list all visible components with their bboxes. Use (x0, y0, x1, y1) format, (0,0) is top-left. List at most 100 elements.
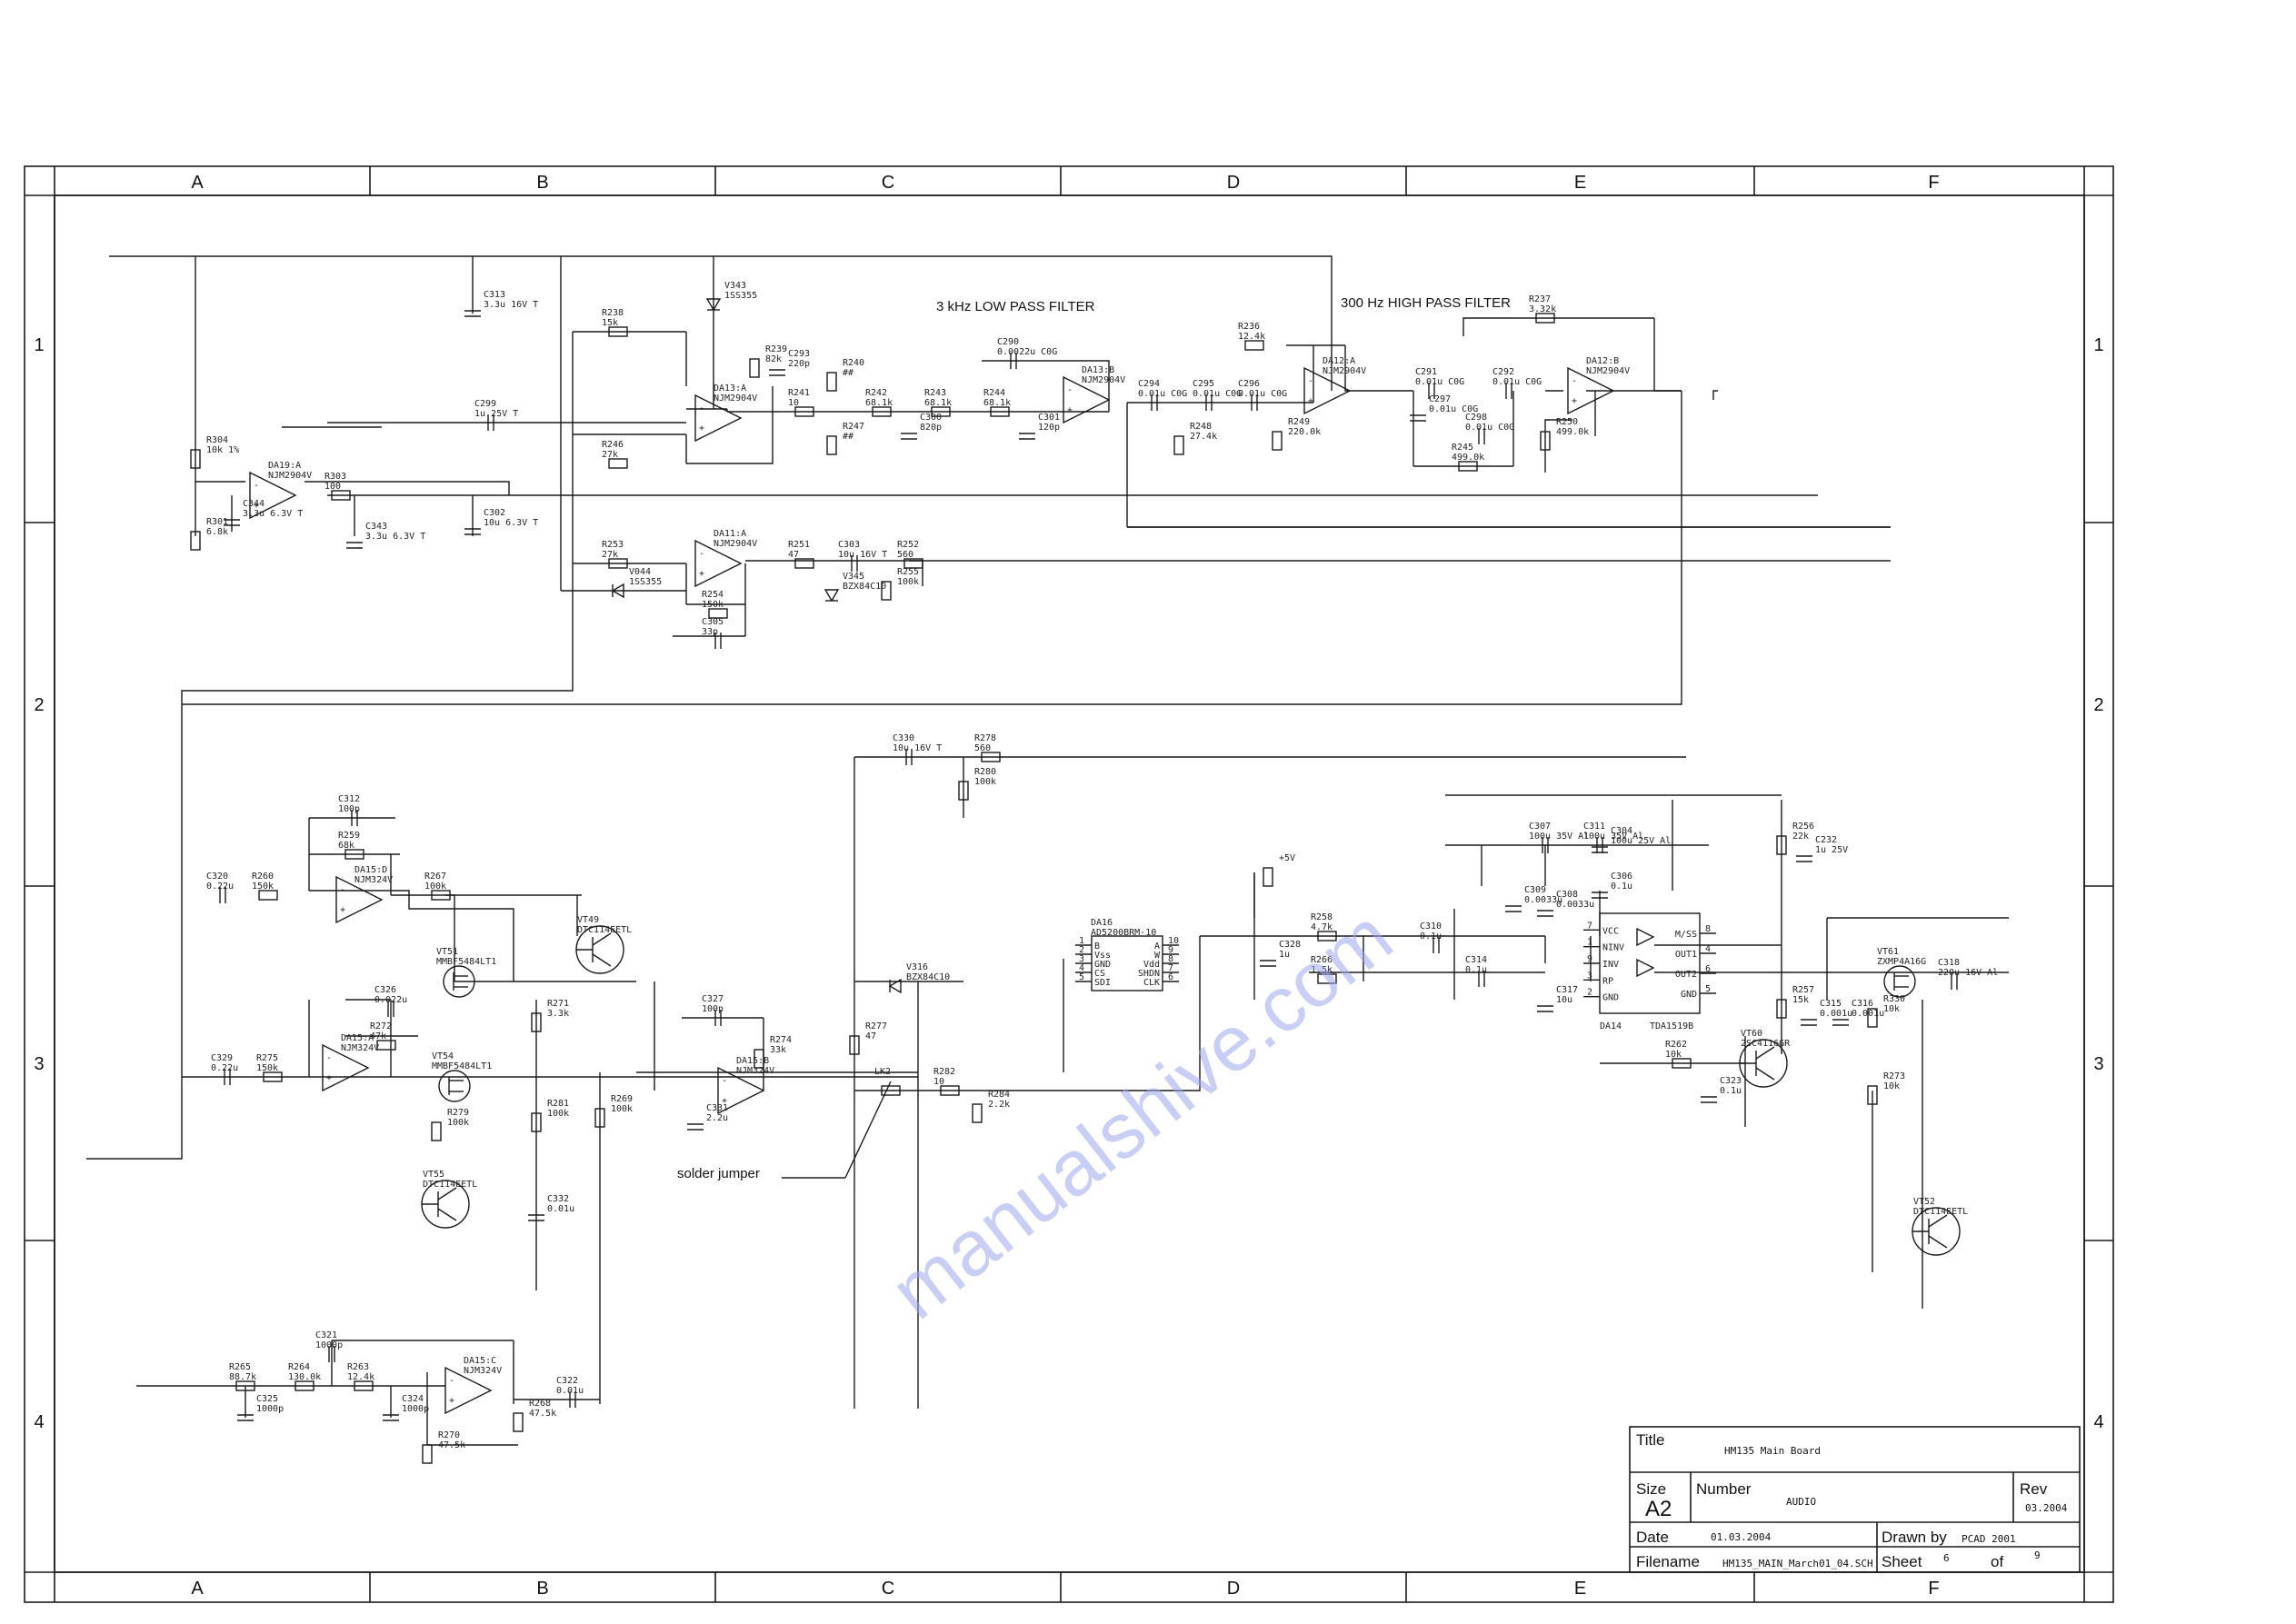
svg-text:-: - (1067, 385, 1073, 395)
value-da15-b: NJM324V (736, 1066, 774, 1076)
component-c314 (1478, 971, 1485, 987)
rev-label: Rev (2020, 1480, 2048, 1498)
component-r275 (263, 1071, 283, 1082)
value-r271: 3.3k (547, 1009, 569, 1019)
value-c321: 1000p (315, 1340, 343, 1350)
component-da13-b: -+ (1063, 375, 1111, 424)
component-r244 (990, 406, 1010, 417)
column-marker-C-top: C (882, 173, 894, 193)
component-v044 (611, 583, 624, 599)
component-c294 (1151, 394, 1158, 411)
ref-r237: R237 (1529, 294, 1551, 304)
component-v345 (824, 589, 840, 603)
component-da11-a: -+ (694, 539, 743, 588)
circuit-wires (86, 255, 2009, 1446)
value-r251: 47 (788, 550, 799, 560)
value-r266: 1.5k (1311, 965, 1333, 975)
ref-r301: R301 (206, 517, 228, 527)
component-r253 (608, 558, 628, 569)
component-c324 (383, 1414, 399, 1421)
ref-c298: C298 (1465, 413, 1487, 423)
component-da13-a: -+ (694, 394, 743, 443)
svg-text:-: - (340, 885, 345, 895)
value-r265: 88.7k (229, 1372, 256, 1382)
component-r236 (1244, 340, 1264, 351)
value-c296: 0.01u C0G (1238, 389, 1287, 399)
ref-da13-b: DA13:B (1082, 365, 1114, 375)
value-r273: 10k (1883, 1081, 1900, 1091)
da16-pin-name-b: B (1094, 942, 1100, 951)
ref-c316: C316 (1852, 999, 1873, 1009)
value-c312: 100p (338, 804, 360, 814)
svg-text:-: - (326, 1053, 332, 1063)
filename-value: HM135_MAIN_March01_04.SCH (1722, 1558, 1873, 1569)
row-marker-4-right: 4 (2093, 1412, 2103, 1432)
da14-pin-name-m-ss: M/SS (1675, 930, 1697, 940)
value-da19-a: NJM2904V (268, 471, 312, 481)
value-r260: 150k (252, 882, 274, 892)
ref-c322: C322 (556, 1376, 578, 1386)
da14-pin-5: 5 (1705, 984, 1711, 994)
ref-r250: R250 (1556, 417, 1578, 427)
column-marker-D-top: D (1227, 173, 1240, 193)
ref-r266: R266 (1311, 955, 1333, 965)
value-c324: 1000p (402, 1404, 429, 1414)
svg-text:+: + (1308, 396, 1313, 406)
component-r264 (294, 1380, 314, 1391)
component-r248 (1173, 435, 1184, 455)
component-c320 (219, 887, 226, 903)
ref-c321: C321 (315, 1330, 337, 1340)
component-c305 (714, 633, 722, 649)
ref-r282: R282 (933, 1067, 955, 1077)
ref-r303: R303 (324, 472, 346, 482)
value-c297: 0.01u C0G (1429, 404, 1478, 414)
component-r250 (1540, 431, 1551, 451)
value-vt51: MMBF5484LT1 (436, 957, 496, 967)
component-c311 (1596, 837, 1603, 853)
component-r284 (972, 1103, 983, 1123)
component-c292 (1505, 383, 1512, 399)
svg-text:-: - (449, 1376, 454, 1386)
value-r272: 47k (370, 1031, 386, 1041)
solder-jumper-label: solder jumper (677, 1166, 760, 1181)
svg-text:+: + (722, 1096, 727, 1106)
ref-r265: R265 (229, 1362, 251, 1372)
value-r248: 27.4k (1190, 432, 1217, 442)
svg-text:-: - (699, 549, 704, 559)
ref-r269: R269 (611, 1094, 633, 1104)
ref-r256: R256 (1792, 822, 1814, 832)
value-c328: 1u (1279, 950, 1290, 960)
da16-pin-6: 6 (1168, 972, 1173, 982)
value-r247: ## (843, 432, 854, 442)
ref-da15-a: DA15:A (341, 1033, 374, 1043)
value-r258: 4.7k (1311, 922, 1333, 932)
ref-r243: R243 (924, 388, 946, 398)
value-r262: 10k (1665, 1050, 1682, 1060)
da14-pin-8: 8 (1705, 924, 1711, 934)
svg-text:+: + (699, 423, 704, 433)
value-da14: TDA1519B (1650, 1021, 1693, 1031)
ref-c293: C293 (788, 349, 810, 359)
component-r259 (344, 849, 364, 860)
value-da15-d: NJM324V (354, 875, 393, 885)
row-marker-1-left: 1 (34, 335, 44, 355)
ref-r240: R240 (843, 358, 864, 368)
row-marker-4-left: 4 (34, 1412, 44, 1432)
ref-c318: C318 (1938, 958, 1960, 968)
ref-c290: C290 (997, 337, 1019, 347)
component-r267 (431, 890, 451, 901)
da16-pin-4: 4 (1079, 963, 1084, 973)
da14-pin-name-gnd: GND (1681, 990, 1697, 1000)
value-c308: 0.0033u (1556, 900, 1594, 910)
value-r330: 10k (1883, 1004, 1900, 1014)
da16-pin-10: 10 (1168, 936, 1179, 946)
ref-r262: R262 (1665, 1040, 1687, 1050)
ref-r238: R238 (602, 308, 624, 318)
value-c314: 0.1u (1465, 965, 1487, 975)
component-r271 (531, 1012, 542, 1032)
component-r262 (1672, 1058, 1692, 1069)
ref-c312: C312 (338, 794, 360, 804)
